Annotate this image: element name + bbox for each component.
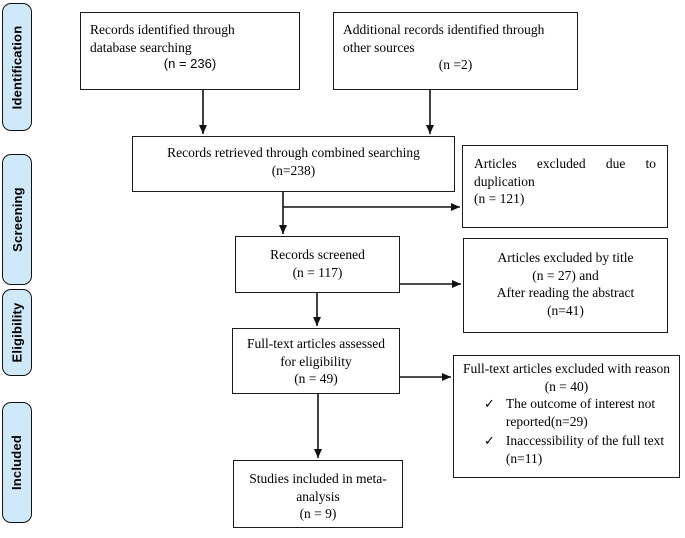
excluded-duplication-body: Articles excluded due to duplication [474,156,656,189]
records-identified-line1: Records identified through [90,22,235,37]
excluded-title-line3: After reading the abstract [496,285,635,301]
additional-records-line2: other sources [343,39,415,55]
stage-label-eligibility: Eligibility [2,289,32,376]
flow-box-records-screened: Records screened (n = 117) [235,236,400,293]
stage-label-identification: Identification [2,3,32,131]
studies-included-line1: Studies included in meta- [249,471,387,486]
stage-label-screening-text: Screening [9,187,25,252]
flow-box-excluded-duplication: Articles excluded due to duplication (n … [462,145,668,228]
excluded-title-line4: (n=41) [547,302,584,318]
stage-label-included: Included [2,402,32,523]
stage-label-identification-text: Identification [9,25,25,109]
checkmark-icon: ✓ [484,432,495,448]
additional-records-n: (n =2) [438,57,473,73]
records-identified-line2: database searching [90,39,192,55]
records-retrieved-line1: Records retrieved through combined searc… [167,145,420,160]
records-screened-n: (n = 117) [292,264,343,280]
fulltext-assessed-n: (n = 49) [294,371,338,387]
flow-box-records-identified: Records identified through database sear… [80,12,300,90]
excluded-duplication-n: (n = 121) [474,191,525,207]
excluded-title-line1: Articles excluded by title [497,250,634,265]
fulltext-excluded-item-2-text: Inaccessibility of the full text (n=11) [505,432,665,466]
flow-box-excluded-title-abstract: Articles excluded by title (n = 27) and … [463,238,668,333]
records-retrieved-n: (n=238) [271,162,316,178]
fulltext-excluded-item-2: ✓ Inaccessibility of the full text (n=11… [459,432,674,468]
fulltext-excluded-n: (n = 40) [544,378,589,394]
records-identified-n: (n = 236) [163,56,217,72]
flow-box-fulltext-excluded: Full-text articles excluded with reason … [453,355,680,478]
fulltext-assessed-line2: for eligibility [280,353,352,369]
fulltext-assessed-line1: Full-text articles assessed [247,336,385,351]
studies-included-line2: analysis [296,488,340,504]
flow-box-studies-included: Studies included in meta- analysis (n = … [233,460,403,528]
additional-records-line1: Additional records identified through [343,22,545,37]
fulltext-excluded-item-1: ✓ The outcome of interest not reported(n… [459,395,674,431]
stage-label-eligibility-text: Eligibility [9,302,25,363]
flow-box-additional-records: Additional records identified through ot… [333,12,578,90]
flow-box-fulltext-assessed: Full-text articles assessed for eligibil… [232,328,400,394]
checkmark-icon: ✓ [484,396,495,412]
fulltext-excluded-item-1-text: The outcome of interest not reported(n=2… [505,396,656,430]
studies-included-n: (n = 9) [299,506,337,522]
stage-label-included-text: Included [9,434,25,491]
excluded-title-line2: (n = 27) and [532,267,599,283]
stage-label-screening: Screening [2,154,32,285]
flow-box-records-retrieved: Records retrieved through combined searc… [132,136,455,192]
records-screened-line1: Records screened [270,247,365,262]
fulltext-excluded-line1: Full-text articles excluded with reason [463,361,670,376]
